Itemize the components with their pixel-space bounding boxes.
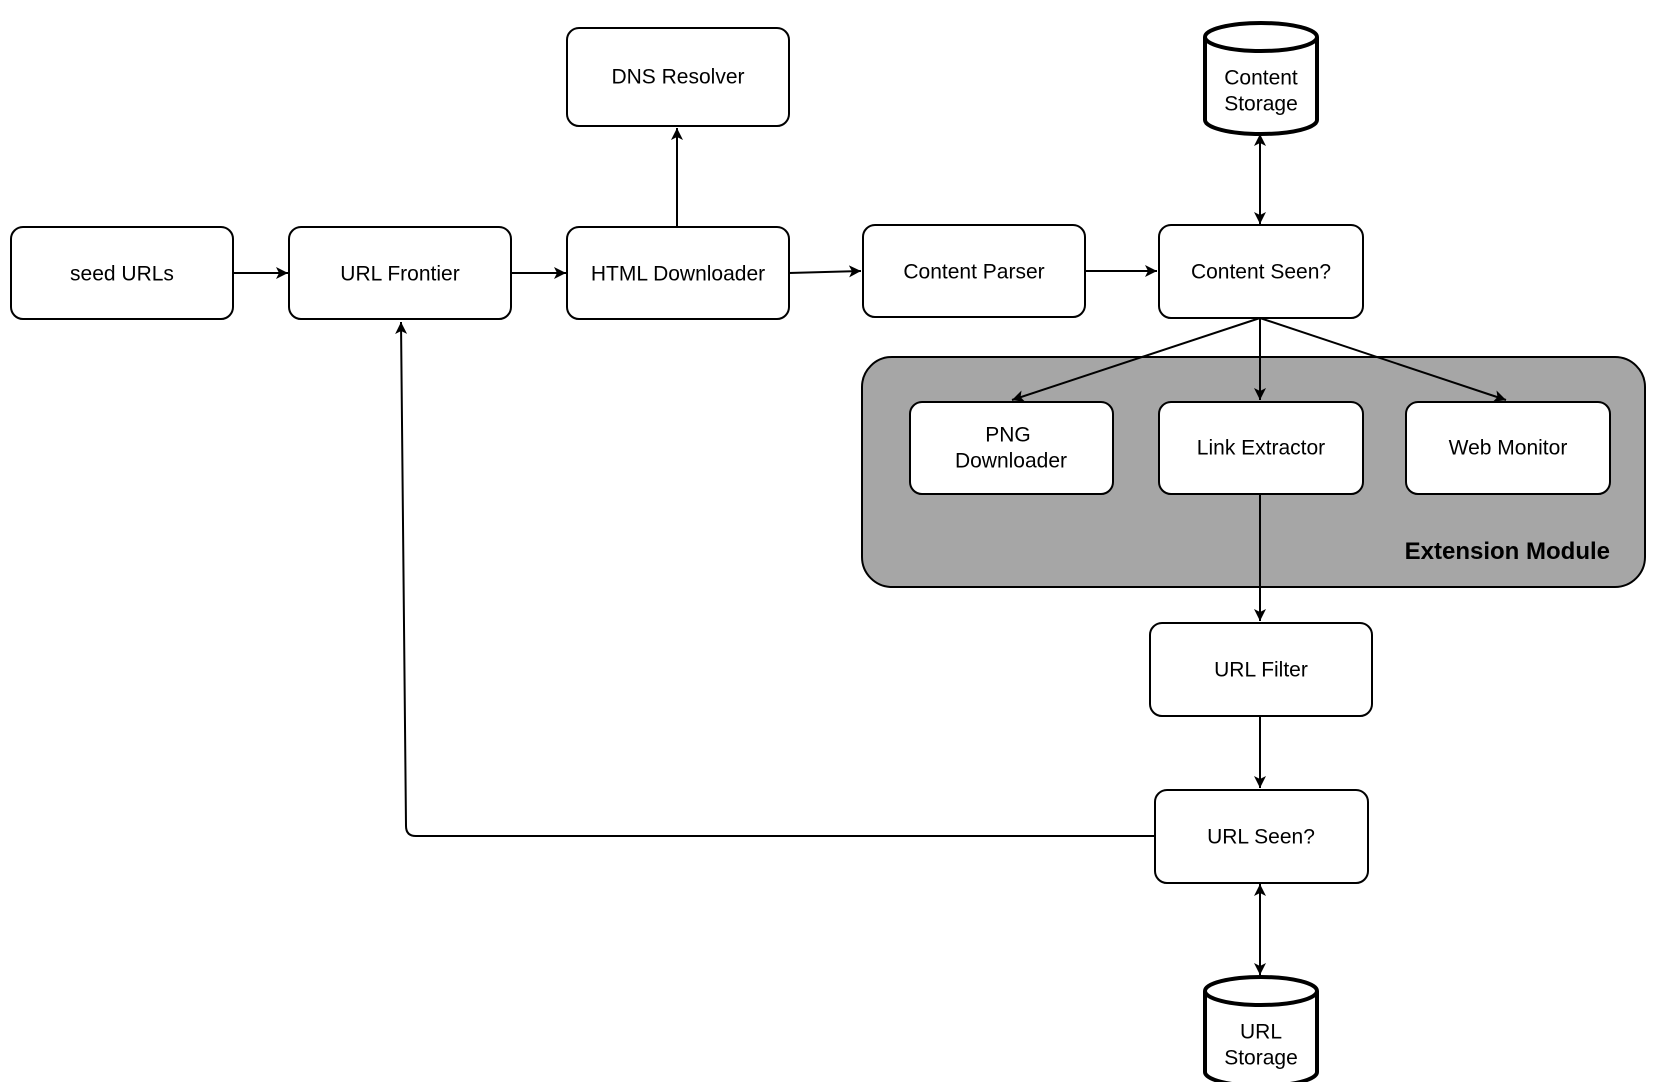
dns-resolver-label: DNS Resolver (611, 66, 744, 89)
extension-module-label: Extension Module (1405, 538, 1610, 565)
web-monitor-label: Web Monitor (1449, 437, 1568, 460)
url-storage-label-line2: Storage (1224, 1047, 1298, 1070)
content-parser-box (862, 224, 1086, 318)
link-extractor-box (1158, 401, 1364, 495)
edge-downloader-to-parser (788, 265, 862, 278)
content-seen-box (1158, 224, 1364, 319)
node-content-seen: Content Seen? (1158, 224, 1364, 319)
edge-content-seen-to-png (1011, 317, 1261, 402)
web-monitor-box (1405, 401, 1611, 495)
html-downloader-label: HTML Downloader (591, 263, 765, 286)
content-storage-cylinder-body (1203, 37, 1319, 136)
node-html-downloader: HTML Downloader (566, 226, 790, 320)
url-seen-label: URL Seen? (1207, 826, 1315, 849)
url-frontier-label: URL Frontier (340, 263, 459, 286)
url-seen-box (1154, 789, 1369, 884)
edge-url-seen-to-frontier (395, 321, 1154, 837)
node-url-storage: URL Storage (1203, 975, 1319, 1082)
url-storage-cylinder-top (1203, 975, 1319, 1007)
content-storage-label-line1: Content (1224, 67, 1298, 90)
url-filter-label: URL Filter (1214, 659, 1308, 682)
edge-content-seen-to-monitor (1259, 317, 1507, 402)
link-extractor-label: Link Extractor (1197, 437, 1325, 460)
url-storage-cylinder-body (1203, 991, 1319, 1082)
png-downloader-box (909, 401, 1114, 495)
node-seed-urls: seed URLs (10, 226, 234, 320)
url-storage-label-line1: URL (1240, 1021, 1282, 1044)
node-dns-resolver: DNS Resolver (566, 27, 790, 127)
content-storage-label-line2: Storage (1224, 93, 1298, 116)
content-parser-label: Content Parser (903, 261, 1044, 284)
node-url-seen: URL Seen? (1154, 789, 1369, 884)
node-url-filter: URL Filter (1149, 622, 1373, 717)
url-filter-box (1149, 622, 1373, 717)
seed-urls-box (10, 226, 234, 320)
node-link-extractor: Link Extractor (1158, 401, 1364, 495)
dns-resolver-box (566, 27, 790, 127)
node-content-parser: Content Parser (862, 224, 1086, 318)
node-png-downloader: PNG Downloader (909, 401, 1114, 495)
png-downloader-label-line1: PNG (985, 424, 1031, 447)
png-downloader-label-line2: Downloader (955, 450, 1067, 473)
content-seen-label: Content Seen? (1191, 261, 1331, 284)
node-content-storage: Content Storage (1203, 21, 1319, 136)
seed-urls-label: seed URLs (70, 263, 174, 286)
url-frontier-box (288, 226, 512, 320)
edges (233, 128, 1507, 975)
content-storage-cylinder-top (1203, 21, 1319, 53)
node-url-frontier: URL Frontier (288, 226, 512, 320)
html-downloader-box (566, 226, 790, 320)
node-web-monitor: Web Monitor (1405, 401, 1611, 495)
